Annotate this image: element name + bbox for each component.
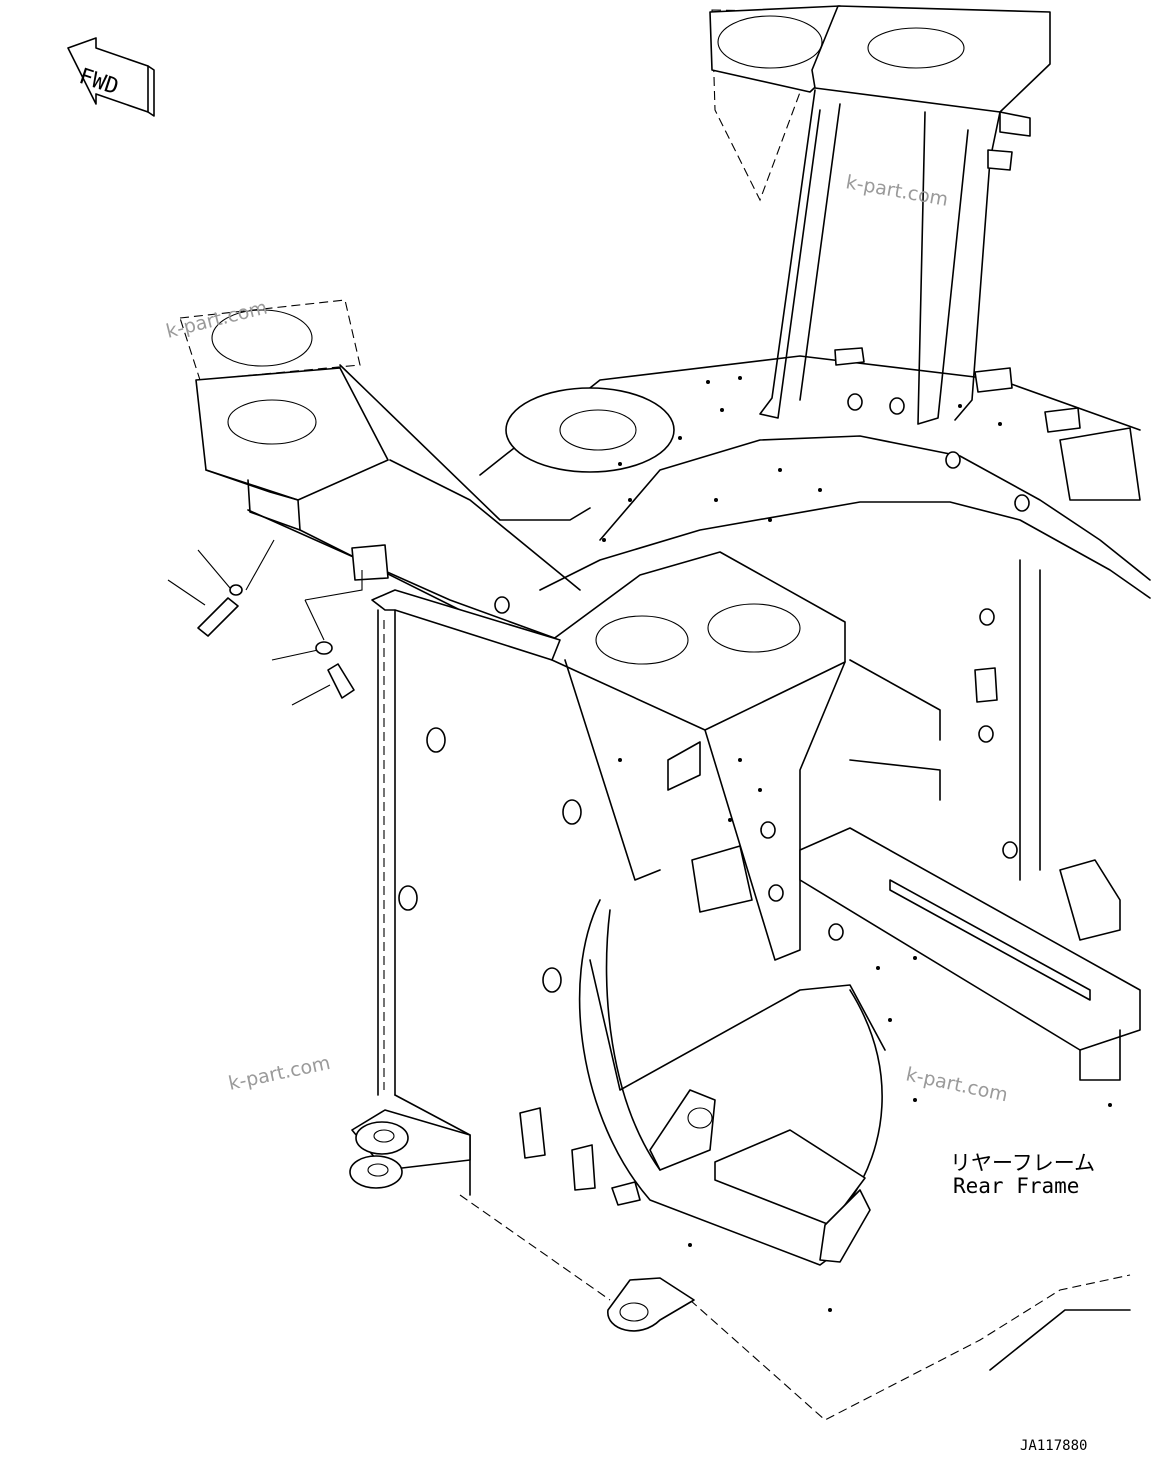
- fwd-arrow-icon: FWD: [67, 37, 155, 117]
- part-label-english: Rear Frame: [953, 1174, 1079, 1198]
- left-frame: [349, 589, 561, 1196]
- bolt-icon: [197, 597, 239, 637]
- bottom-plate: [459, 1194, 1131, 1421]
- upper-right-mount: [709, 5, 1051, 425]
- watermark-text: k-part.com: [164, 296, 270, 342]
- bolt-holes: [602, 376, 1112, 1312]
- right-rail: [799, 559, 1141, 1081]
- watermark-text: k-part.com: [844, 171, 950, 211]
- fasteners: [167, 539, 363, 706]
- center-block: [551, 551, 846, 961]
- drawing-number: JA117880: [1020, 1438, 1087, 1454]
- main-cross-member: [247, 355, 1151, 641]
- watermark-text: k-part.com: [904, 1063, 1010, 1106]
- watermark-text: k-part.com: [226, 1052, 332, 1095]
- washer-icon: [315, 641, 333, 655]
- mounting-bosses: [351, 347, 1081, 1206]
- bolt-icon: [327, 663, 355, 699]
- washer-icon: [229, 584, 243, 596]
- upper-left-mount: [179, 299, 389, 531]
- lower-frame: [578, 899, 886, 1266]
- part-label-japanese: リヤーフレーム: [950, 1151, 1095, 1175]
